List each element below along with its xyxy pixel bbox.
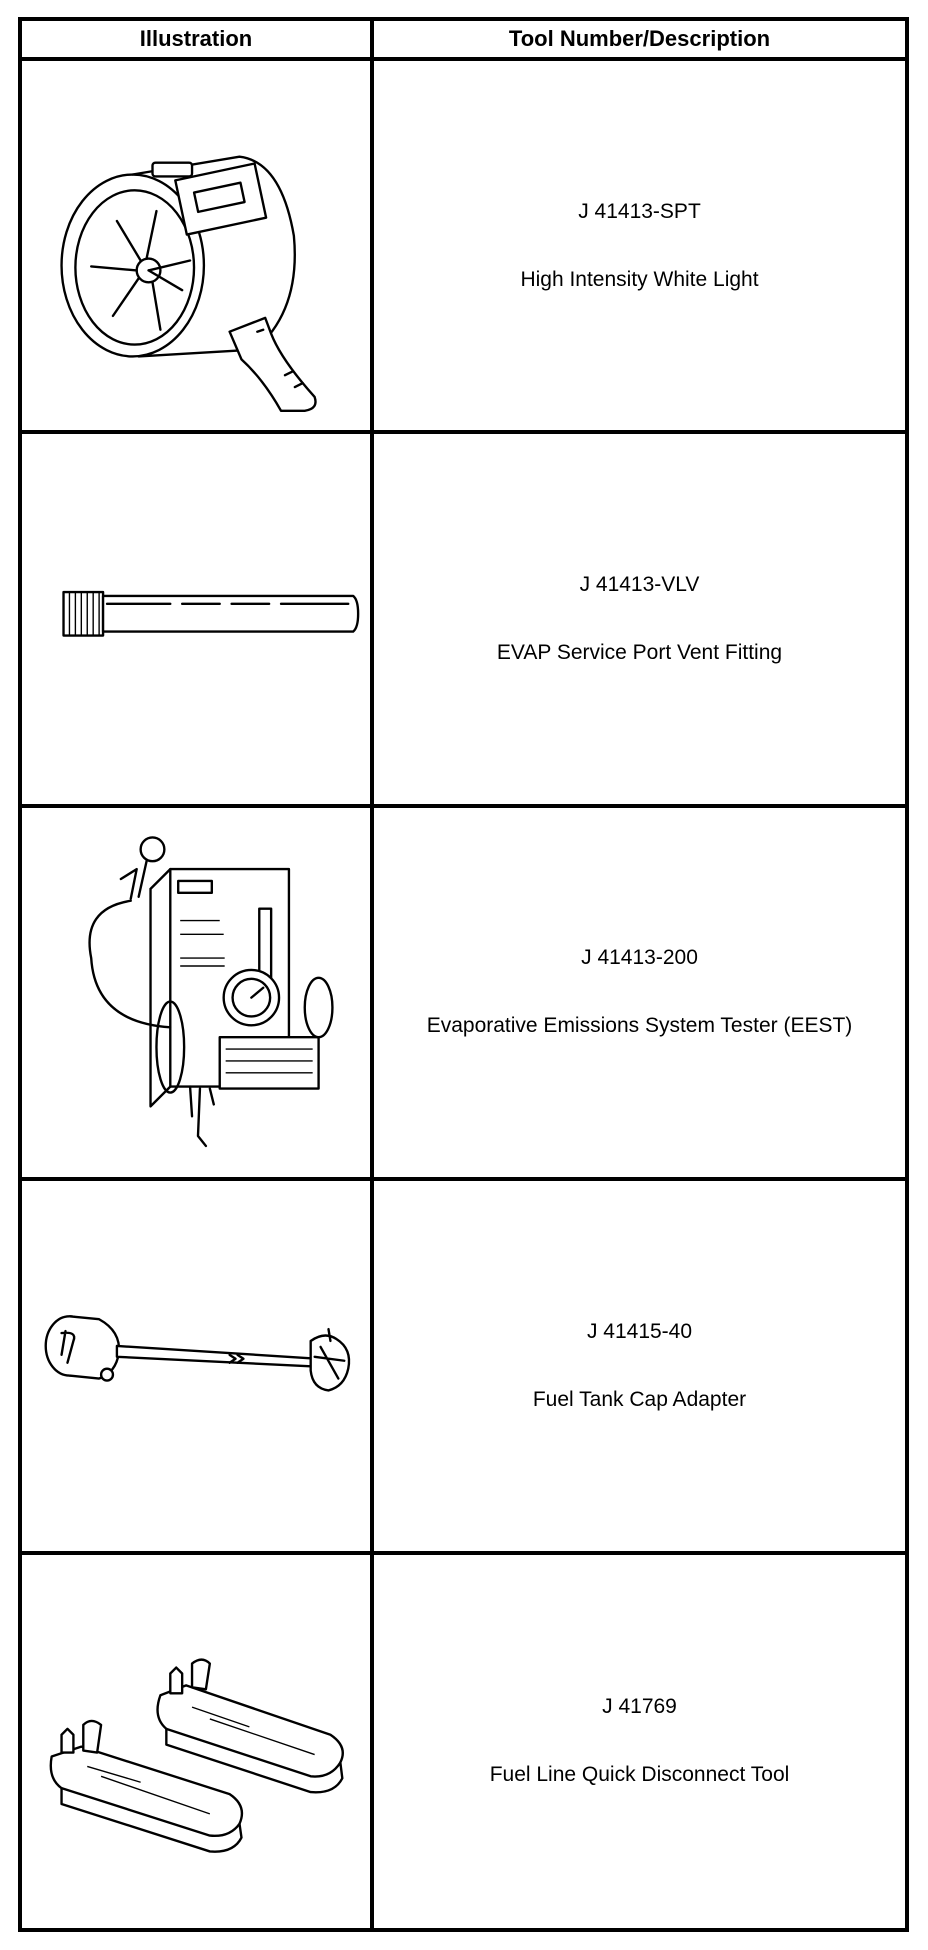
- tool-number: J 41769: [602, 1695, 677, 1719]
- quick-disconnect-tool-icon: [49, 1658, 344, 1853]
- tool-description-cell: J 41413-SPT High Intensity White Light: [374, 61, 905, 435]
- emissions-tester-icon: [88, 836, 334, 1147]
- vent-fitting-icon: [62, 591, 360, 638]
- illustration-cell: [22, 1554, 374, 1928]
- tool-name: EVAP Service Port Vent Fitting: [496, 641, 783, 665]
- tool-number: J 41413-200: [581, 946, 698, 970]
- tool-number: J 41415-40: [586, 1319, 693, 1343]
- header-description: Tool Number/Description: [374, 21, 905, 61]
- tool-description-cell: J 41415-40 Fuel Tank Cap Adapter: [374, 1181, 905, 1555]
- tool-description-cell: J 41413-VLV EVAP Service Port Vent Fitti…: [374, 434, 905, 808]
- illustration-cell: [22, 434, 374, 808]
- illustration-cell: [22, 1181, 374, 1555]
- tool-description-cell: J 41769 Fuel Line Quick Disconnect Tool: [374, 1555, 905, 1928]
- tool-name: Fuel Tank Cap Adapter: [532, 1387, 747, 1411]
- tool-number: J 41413-VLV: [579, 573, 700, 597]
- illustration-cell: [22, 61, 374, 435]
- tool-description-cell: J 41413-200 Evaporative Emissions System…: [374, 808, 905, 1182]
- cap-adapter-icon: [44, 1315, 351, 1392]
- spotlight-icon: [60, 155, 317, 412]
- tool-number: J 41413-SPT: [578, 199, 701, 223]
- tool-name: Evaporative Emissions System Tester (EES…: [426, 1014, 853, 1038]
- illustration-cell: [22, 807, 374, 1182]
- tool-name: Fuel Line Quick Disconnect Tool: [489, 1763, 790, 1787]
- tool-name: High Intensity White Light: [520, 267, 759, 291]
- special-tools-table: Illustration Tool Number/Description J 4…: [18, 17, 909, 1932]
- header-illustration: Illustration: [22, 21, 374, 61]
